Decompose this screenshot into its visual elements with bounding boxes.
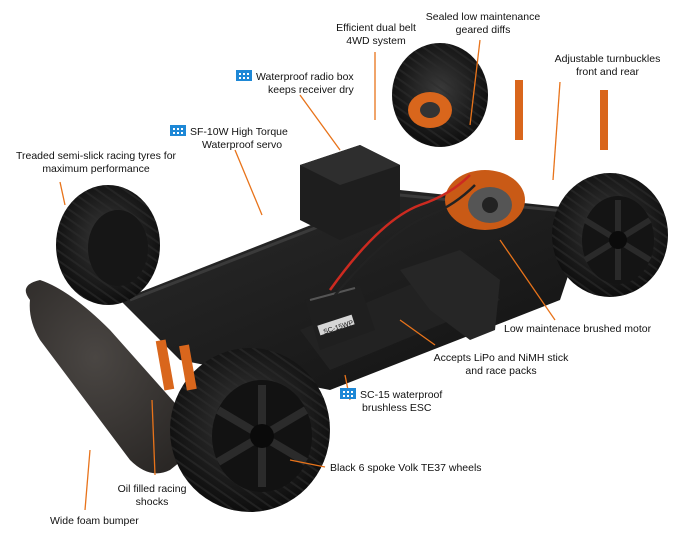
- motor-and-gears: [408, 92, 525, 230]
- rear-shocks: [515, 80, 608, 150]
- label-servo: SF-10W High Torque Waterproof servo: [170, 125, 288, 152]
- waterproof-badge-icon: [340, 388, 356, 399]
- leader-lines: [59, 39, 561, 511]
- rear-left-wheel: [56, 185, 160, 305]
- front-right-wheel: [552, 173, 668, 297]
- label-motor: Low maintenace brushed motor: [504, 323, 652, 335]
- waterproof-badge-icon: [170, 125, 186, 136]
- label-esc: SC-15 waterproof brushless ESC: [340, 388, 442, 415]
- front-left-wheel: [170, 348, 330, 512]
- battery-holder: [400, 250, 500, 340]
- front-shocks: [155, 339, 197, 391]
- radio-box: [300, 145, 400, 240]
- label-wheels: Black 6 spoke Volk TE37 wheels: [330, 462, 482, 474]
- motor-wires: [328, 174, 471, 291]
- foam-bumper: [25, 280, 199, 474]
- waterproof-badge-icon: [236, 70, 252, 81]
- label-radio-box: Waterproof radio box keeps receiver dry: [236, 70, 354, 97]
- label-bumper: Wide foam bumper: [50, 515, 139, 527]
- esc-unit: SC-15WP: [305, 285, 375, 350]
